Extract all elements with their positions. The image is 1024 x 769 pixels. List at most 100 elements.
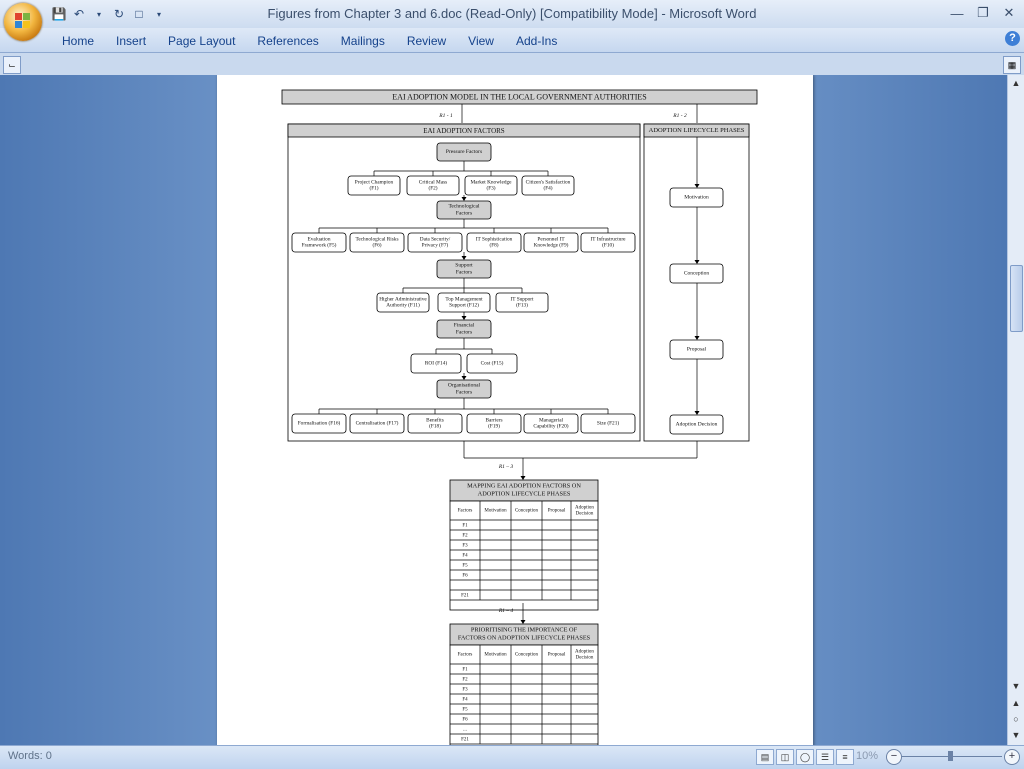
- factor-group-label: Pressure Factors: [446, 149, 482, 155]
- mapping-table-row-label: F6: [462, 574, 468, 579]
- tab-add-ins[interactable]: Add-Ins: [515, 34, 558, 48]
- factor-item-label: Critical Mass(F2): [419, 180, 447, 192]
- factor-item-label: Market Knowledge(F3): [470, 180, 512, 192]
- factor-item-label: ROI (F14): [425, 360, 447, 367]
- view-buttons: ▤ ◫ ◯ ☰ ≡: [756, 749, 854, 765]
- mapping-table-row-label: F21: [461, 594, 469, 599]
- label-r1-2: R1 - 2: [672, 113, 687, 119]
- prioritising-table-header: Proposal: [548, 653, 566, 658]
- tab-home[interactable]: Home: [62, 34, 95, 48]
- factors-header: EAI ADOPTION FACTORS: [423, 127, 505, 135]
- zoom-out-icon[interactable]: −: [886, 749, 902, 765]
- select-browse-object-icon[interactable]: ○: [1013, 714, 1019, 724]
- arrow-head: [694, 336, 700, 340]
- prioritising-table-body: [449, 644, 599, 745]
- factor-item-box: [291, 413, 347, 434]
- scroll-thumb[interactable]: [1010, 265, 1023, 332]
- tab-review[interactable]: Review: [406, 34, 447, 48]
- minimize-icon[interactable]: —: [950, 5, 964, 21]
- arrow-head: [694, 260, 700, 264]
- mapping-table-row-label: F3: [462, 544, 468, 549]
- print-layout-icon[interactable]: □: [135, 7, 143, 21]
- tab-insert[interactable]: Insert: [116, 34, 147, 48]
- web-layout-icon[interactable]: ◯: [796, 749, 814, 765]
- mapping-table-header: Proposal: [548, 509, 566, 514]
- document-page[interactable]: EAI ADOPTION MODEL IN THE LOCAL GOVERNME…: [217, 75, 813, 745]
- zoom-level[interactable]: 10%: [856, 750, 879, 762]
- draft-view-icon[interactable]: ≡: [836, 749, 854, 765]
- factor-item-label: Data Security/Privacy (F7): [420, 237, 451, 249]
- save-icon[interactable]: 💾: [51, 7, 67, 21]
- restore-icon[interactable]: ❐: [977, 5, 989, 20]
- mapping-table-row-label: F1: [462, 524, 468, 529]
- outline-view-icon[interactable]: ☰: [816, 749, 834, 765]
- document-workspace: EAI ADOPTION MODEL IN THE LOCAL GOVERNME…: [0, 75, 1007, 745]
- phases-header: ADOPTION LIFECYCLE PHASES: [649, 127, 745, 134]
- title-bar: 💾 ↶ ▾ ↻ □ ▾ Figures from Chapter 3 and 6…: [0, 0, 1024, 28]
- tab-page-layout[interactable]: Page Layout: [168, 34, 236, 48]
- factor-item-label: IT Infrastructure(F10): [590, 236, 626, 249]
- factor-item-box: [466, 232, 522, 253]
- tab-selector-button[interactable]: ⌙: [3, 56, 21, 74]
- factor-item-label: Centralisation (F17): [356, 420, 399, 427]
- zoom-slider-thumb[interactable]: [948, 751, 953, 761]
- prioritising-table-header: Factors: [458, 653, 473, 658]
- arrow-head: [461, 376, 467, 380]
- customize-toolbar-icon[interactable]: ▾: [156, 9, 161, 19]
- previous-page-icon[interactable]: ▲: [1011, 698, 1021, 708]
- dropdown-icon[interactable]: ▾: [96, 9, 101, 19]
- close-icon[interactable]: ✕: [1003, 5, 1015, 20]
- label-r1-4: R1 – 4: [498, 607, 514, 614]
- factors-header-box: [287, 123, 641, 138]
- factor-item-label: IT Support(F13): [510, 297, 534, 309]
- next-page-icon[interactable]: ▼: [1011, 730, 1021, 740]
- factor-item-box: [523, 413, 579, 434]
- ribbon-tab-bar: Home Insert Page Layout References Maili…: [0, 28, 1024, 53]
- help-icon[interactable]: ?: [1005, 31, 1020, 46]
- factor-item-box: [464, 175, 518, 196]
- undo-icon[interactable]: ↶: [73, 7, 85, 21]
- redo-icon[interactable]: ↻: [113, 7, 125, 21]
- tab-mailings[interactable]: Mailings: [340, 34, 385, 48]
- factor-item-box: [407, 413, 463, 434]
- view-ruler-icon[interactable]: ▦: [1003, 56, 1021, 74]
- factor-item-box: [347, 175, 401, 196]
- mapping-table-row-label: F4: [462, 554, 468, 559]
- phase-label: Proposal: [687, 347, 707, 353]
- office-button[interactable]: [4, 3, 42, 41]
- prioritising-table-row-label: F2: [462, 678, 468, 683]
- factor-item-box: [291, 232, 347, 253]
- figure-title: EAI ADOPTION MODEL IN THE LOCAL GOVERNME…: [392, 92, 646, 101]
- full-screen-reading-icon[interactable]: ◫: [776, 749, 794, 765]
- phase-box: [669, 339, 724, 360]
- factor-item-box: [410, 353, 462, 374]
- scroll-up-icon[interactable]: ▲: [1011, 78, 1021, 88]
- label-r1-1: R1 - 1: [438, 113, 453, 119]
- tab-references[interactable]: References: [257, 34, 319, 48]
- prioritising-table-header: Conception: [515, 653, 539, 658]
- print-layout-view-icon[interactable]: ▤: [756, 749, 774, 765]
- figure-title-box: [281, 89, 758, 105]
- factor-item-box: [349, 413, 405, 434]
- arrow-head: [520, 620, 526, 624]
- factor-item-box: [406, 175, 460, 196]
- label-r1-3: R1 – 3: [498, 464, 514, 470]
- factor-item-box: [521, 175, 575, 196]
- word-count[interactable]: Words: 0: [8, 750, 52, 762]
- tab-view[interactable]: View: [468, 34, 494, 48]
- phase-box: [669, 414, 724, 435]
- mapping-table-body: [449, 500, 599, 611]
- arrow-head: [461, 256, 467, 260]
- zoom-in-icon[interactable]: +: [1004, 749, 1020, 765]
- vertical-scrollbar[interactable]: ▲ ▼ ▲ ○ ▼: [1007, 75, 1024, 745]
- scroll-down-icon[interactable]: ▼: [1011, 681, 1021, 691]
- mapping-table-header: Motivation: [484, 509, 507, 514]
